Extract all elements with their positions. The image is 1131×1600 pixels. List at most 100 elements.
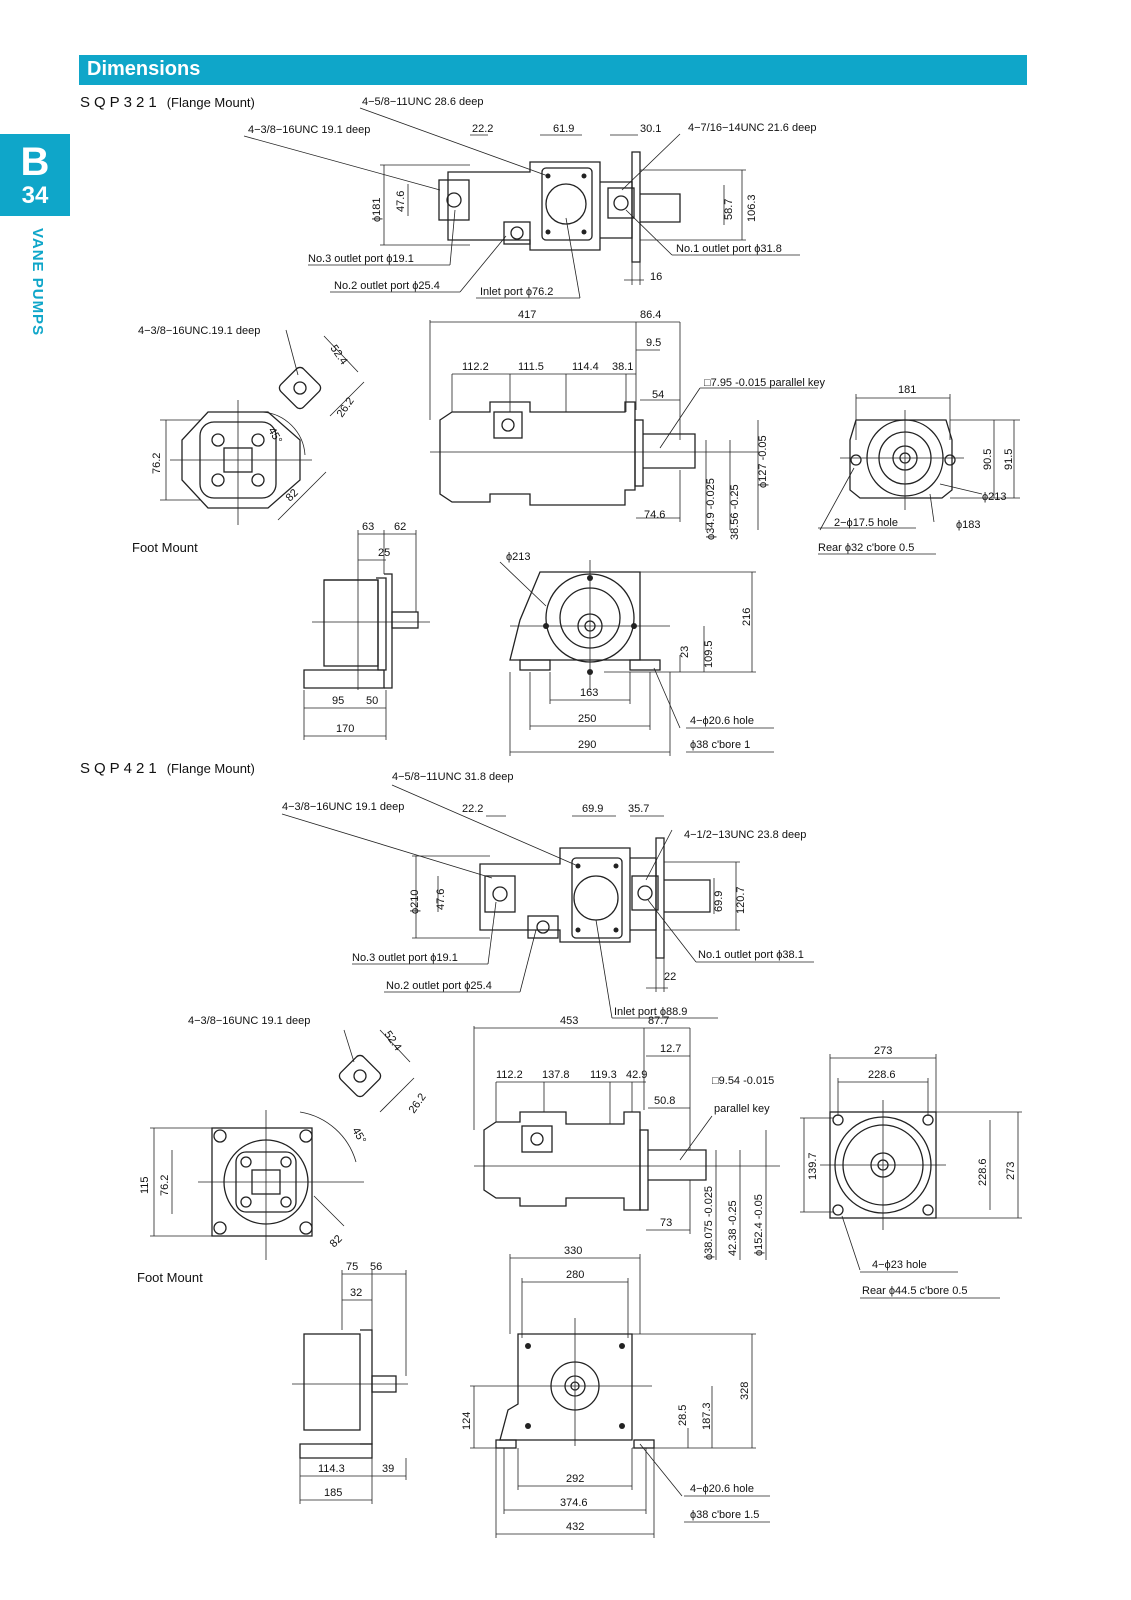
sqp421-end-d-273v: 273	[1005, 1162, 1017, 1180]
sqp321-foot-d-23: 23	[679, 646, 691, 658]
sqp421-side-d-73: 73	[660, 1217, 672, 1229]
sqp421-side-d-38-075: ϕ38.075 -0.025	[703, 1186, 715, 1260]
sqp321-end-d-183: ϕ183	[956, 519, 981, 531]
sqp421-top-d-22-2: 22.2	[462, 803, 483, 815]
sqp321-foot-d-63: 63	[362, 521, 374, 533]
sqp321-foot-d-95: 95	[332, 695, 344, 707]
sqp321-foot-d-213: ϕ213	[506, 551, 531, 563]
sqp421-top-no1-thread: 4−1/2−13UNC 23.8 deep	[684, 829, 806, 841]
sqp321-top-no1-thread: 4−7/16−14UNC 21.6 deep	[688, 122, 816, 134]
sqp321-front-d-76-2: 76.2	[151, 453, 163, 474]
sqp321-foot-d-250: 250	[578, 713, 596, 725]
sqp421-front-d-76-2: 76.2	[159, 1175, 171, 1196]
sqp421-side-d-112-2: 112.2	[496, 1069, 523, 1081]
sqp321-model: SQP321	[80, 94, 161, 111]
sqp421-inlet-port: Inlet port ϕ88.9	[614, 1006, 687, 1018]
sqp421-side-d-87-7: 87.7	[648, 1015, 669, 1027]
sqp421-foot-hole: 4−ϕ20.6 hole	[690, 1483, 754, 1495]
sqp321-side-d-127: ϕ127 -0.05	[757, 435, 769, 488]
sqp321-end-d-91-5: 91.5	[1003, 449, 1015, 470]
sqp421-no3-port: No.3 outlet port ϕ19.1	[352, 952, 458, 964]
sqp421-top-d-69-9v: 69.9	[713, 891, 725, 912]
sqp321-side-d-74-6: 74.6	[644, 509, 665, 521]
sqp321-side-view	[429, 320, 818, 530]
sqp321-side-key: □7.95 -0.015 parallel key	[704, 377, 825, 389]
sqp321-side-d-111-5: 111.5	[518, 361, 544, 373]
sqp321-top-view	[243, 107, 800, 299]
sqp321-foot-d-170: 170	[336, 723, 354, 735]
sqp421-model: SQP421	[80, 760, 161, 777]
sqp421-foot-cbore: ϕ38 c'bore 1.5	[690, 1509, 759, 1521]
sqp421-front-thread: 4−3/8−16UNC 19.1 deep	[188, 1015, 310, 1027]
sqp421-foot-d-28-5: 28.5	[677, 1405, 689, 1426]
sqp421-no2-port: No.2 outlet port ϕ25.4	[386, 980, 492, 992]
sqp321-no1-port: No.1 outlet port ϕ31.8	[676, 243, 782, 255]
sqp421-side-d-12-7: 12.7	[660, 1043, 681, 1055]
sqp421-heading: SQP421(Flange Mount)	[80, 760, 255, 777]
chapter-letter: B	[20, 140, 50, 184]
sqp321-inlet-port: Inlet port ϕ76.2	[480, 286, 553, 298]
sqp321-heading: SQP321 (Flange Mount)	[80, 94, 255, 111]
sqp421-foot-front-view	[470, 1254, 770, 1538]
sqp321-no2-port: No.2 outlet port ϕ25.4	[334, 280, 440, 292]
sqp421-foot-d-280: 280	[566, 1269, 584, 1281]
sqp421-foot-d-432: 432	[566, 1521, 584, 1533]
sqp421-top-d-120-7: 120.7	[735, 886, 747, 914]
sqp421-foot-d-187-3: 187.3	[701, 1402, 713, 1430]
sqp421-side-d-152-4: ϕ152.4 -0.05	[753, 1194, 765, 1256]
sqp421-foot-side-view	[292, 1270, 408, 1504]
sqp421-foot-d-39: 39	[382, 1463, 394, 1475]
sqp321-side-d-86-4: 86.4	[640, 309, 661, 321]
sqp421-end-d-139-7: 139.7	[807, 1152, 819, 1180]
sqp421-top-d-22: 22	[664, 971, 676, 983]
sqp321-front-thread: 4−3/8−16UNC.19.1 deep	[138, 325, 260, 337]
sqp421-foot-d-114-3: 114.3	[318, 1463, 345, 1475]
sqp321-foot-hole: 4−ϕ20.6 hole	[690, 715, 754, 727]
sqp421-foot-d-124: 124	[461, 1412, 473, 1430]
sqp421-front-d-52-4: 52.4	[382, 1029, 404, 1053]
sqp321-top-inlet-thread: 4−5/8−11UNC 28.6 deep	[362, 96, 484, 108]
sqp421-foot-d-185: 185	[324, 1487, 342, 1499]
sqp421-top-d-69-9: 69.9	[582, 803, 603, 815]
section-header: Dimensions	[79, 55, 1027, 85]
sqp421-foot-d-75: 75	[346, 1261, 358, 1273]
sqp321-end-hole: 2−ϕ17.5 hole	[834, 517, 898, 529]
sqp321-end-d-181: 181	[898, 384, 916, 396]
sqp421-end-d-273: 273	[874, 1045, 892, 1057]
sqp321-side-d-417: 417	[518, 309, 536, 321]
sqp321-side-d-38-1: 38.1	[612, 361, 633, 373]
sqp321-side-d-38-56: 38.56 -0.25	[729, 484, 741, 540]
sqp421-front-d-45: 45°	[349, 1126, 368, 1146]
sqp421-front-view	[150, 1029, 415, 1260]
sqp321-side-d-9-5: 9.5	[646, 337, 661, 349]
sqp321-end-d-90-5: 90.5	[982, 449, 994, 470]
sqp421-top-d-35-7: 35.7	[628, 803, 649, 815]
sqp421-foot-d-292: 292	[566, 1473, 584, 1485]
sqp321-top-d-30-1: 30.1	[640, 123, 661, 135]
sqp321-foot-side-view	[303, 530, 430, 740]
sqp321-foot-d-216: 216	[741, 608, 753, 626]
sqp321-side-d-112-2: 112.2	[462, 361, 489, 373]
sqp321-top-d-47-6: 47.6	[395, 191, 407, 212]
sqp421-foot-d-32: 32	[350, 1287, 362, 1299]
sqp421-side-d-119-3: 119.3	[590, 1069, 617, 1081]
section-title: Dimensions	[87, 58, 201, 80]
sqp321-top-no3-thread: 4−3/8−16UNC 19.1 deep	[248, 124, 370, 136]
sqp321-front-view	[160, 329, 365, 525]
sqp321-top-d-181: ϕ181	[371, 197, 383, 222]
sqp321-end-view	[818, 394, 1020, 555]
sqp321-mount: (Flange Mount)	[166, 95, 255, 110]
sqp321-foot-d-62: 62	[394, 521, 406, 533]
sqp321-front-d-82: 82	[284, 487, 301, 504]
sqp321-top-d-22-2: 22.2	[472, 123, 493, 135]
sqp321-foot-d-25: 25	[378, 547, 390, 559]
sqp321-end-cbore: Rear ϕ32 c'bore 0.5	[818, 542, 914, 554]
sqp321-side-d-114-4: 114.4	[572, 361, 599, 373]
sqp421-foot-d-330: 330	[564, 1245, 582, 1257]
sqp421-top-d-210: ϕ210	[409, 889, 421, 914]
sqp321-top-d-58-7: 58.7	[723, 199, 735, 220]
sqp421-side-key: □9.54 -0.015	[712, 1075, 774, 1087]
sqp421-end-cbore: Rear ϕ44.5 c'bore 0.5	[862, 1285, 968, 1297]
sqp321-foot-d-109-5: 109.5	[703, 640, 715, 668]
sqp421-foot-d-328: 328	[739, 1382, 751, 1400]
